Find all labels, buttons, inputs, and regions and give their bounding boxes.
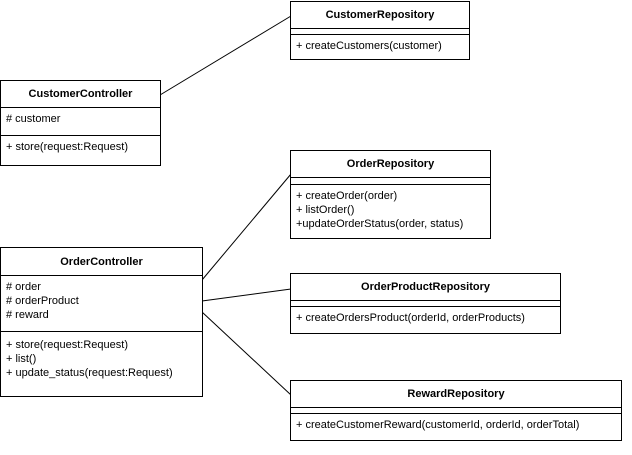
attributes-compartment [291,29,469,35]
methods-compartment: + store(request:Request) + list() + upda… [1,332,202,384]
attributes-compartment [291,178,490,185]
method: + listOrder() [296,204,355,216]
class-name: CustomerRepository [291,2,469,29]
method: + store(request:Request) [6,141,128,153]
method: + update_status(request:Request) [6,367,173,379]
attribute: # orderProduct [6,295,79,307]
attribute: # customer [6,113,61,125]
association-order-controller-to-reward-repository [201,311,292,396]
association-order-controller-to-order-repository [201,173,292,281]
class-name: OrderController [1,248,202,276]
methods-compartment: + createCustomerReward(customerId, order… [291,414,621,436]
attribute: # reward [6,309,49,321]
attributes-compartment [291,408,621,414]
attributes-compartment [291,301,560,307]
methods-compartment: + createOrder(order) + listOrder() +upda… [291,185,490,235]
class-name: OrderProductRepository [291,274,560,301]
method: + createCustomers(customer) [296,40,442,52]
method: + store(request:Request) [6,339,128,351]
attribute: # order [6,281,41,293]
class-name: OrderRepository [291,151,490,178]
class-name: RewardRepository [291,381,621,408]
attributes-compartment: # customer [1,108,160,136]
methods-compartment: + createCustomers(customer) [291,35,469,57]
association-customer-controller-to-customer-repository [159,15,292,96]
class-customer-controller[interactable]: CustomerController # customer + store(re… [0,80,161,166]
methods-compartment: + store(request:Request) [1,136,160,158]
class-order-controller[interactable]: OrderController # order # orderProduct #… [0,247,203,397]
class-name: CustomerController [1,81,160,108]
method: + createOrdersProduct(orderId, orderProd… [296,312,525,324]
class-reward-repository[interactable]: RewardRepository + createCustomerReward(… [290,380,622,441]
method: + list() [6,353,37,365]
class-order-repository[interactable]: OrderRepository + createOrder(order) + l… [290,150,491,239]
class-customer-repository[interactable]: CustomerRepository + createCustomers(cus… [290,1,470,60]
method: +updateOrderStatus(order, status) [296,218,464,230]
attributes-compartment: # order # orderProduct # reward [1,276,202,332]
class-order-product-repository[interactable]: OrderProductRepository + createOrdersPro… [290,273,561,334]
method: + createCustomerReward(customerId, order… [296,419,580,431]
methods-compartment: + createOrdersProduct(orderId, orderProd… [291,307,560,329]
method: + createOrder(order) [296,190,398,202]
association-order-controller-to-order-product-repository [201,288,292,302]
